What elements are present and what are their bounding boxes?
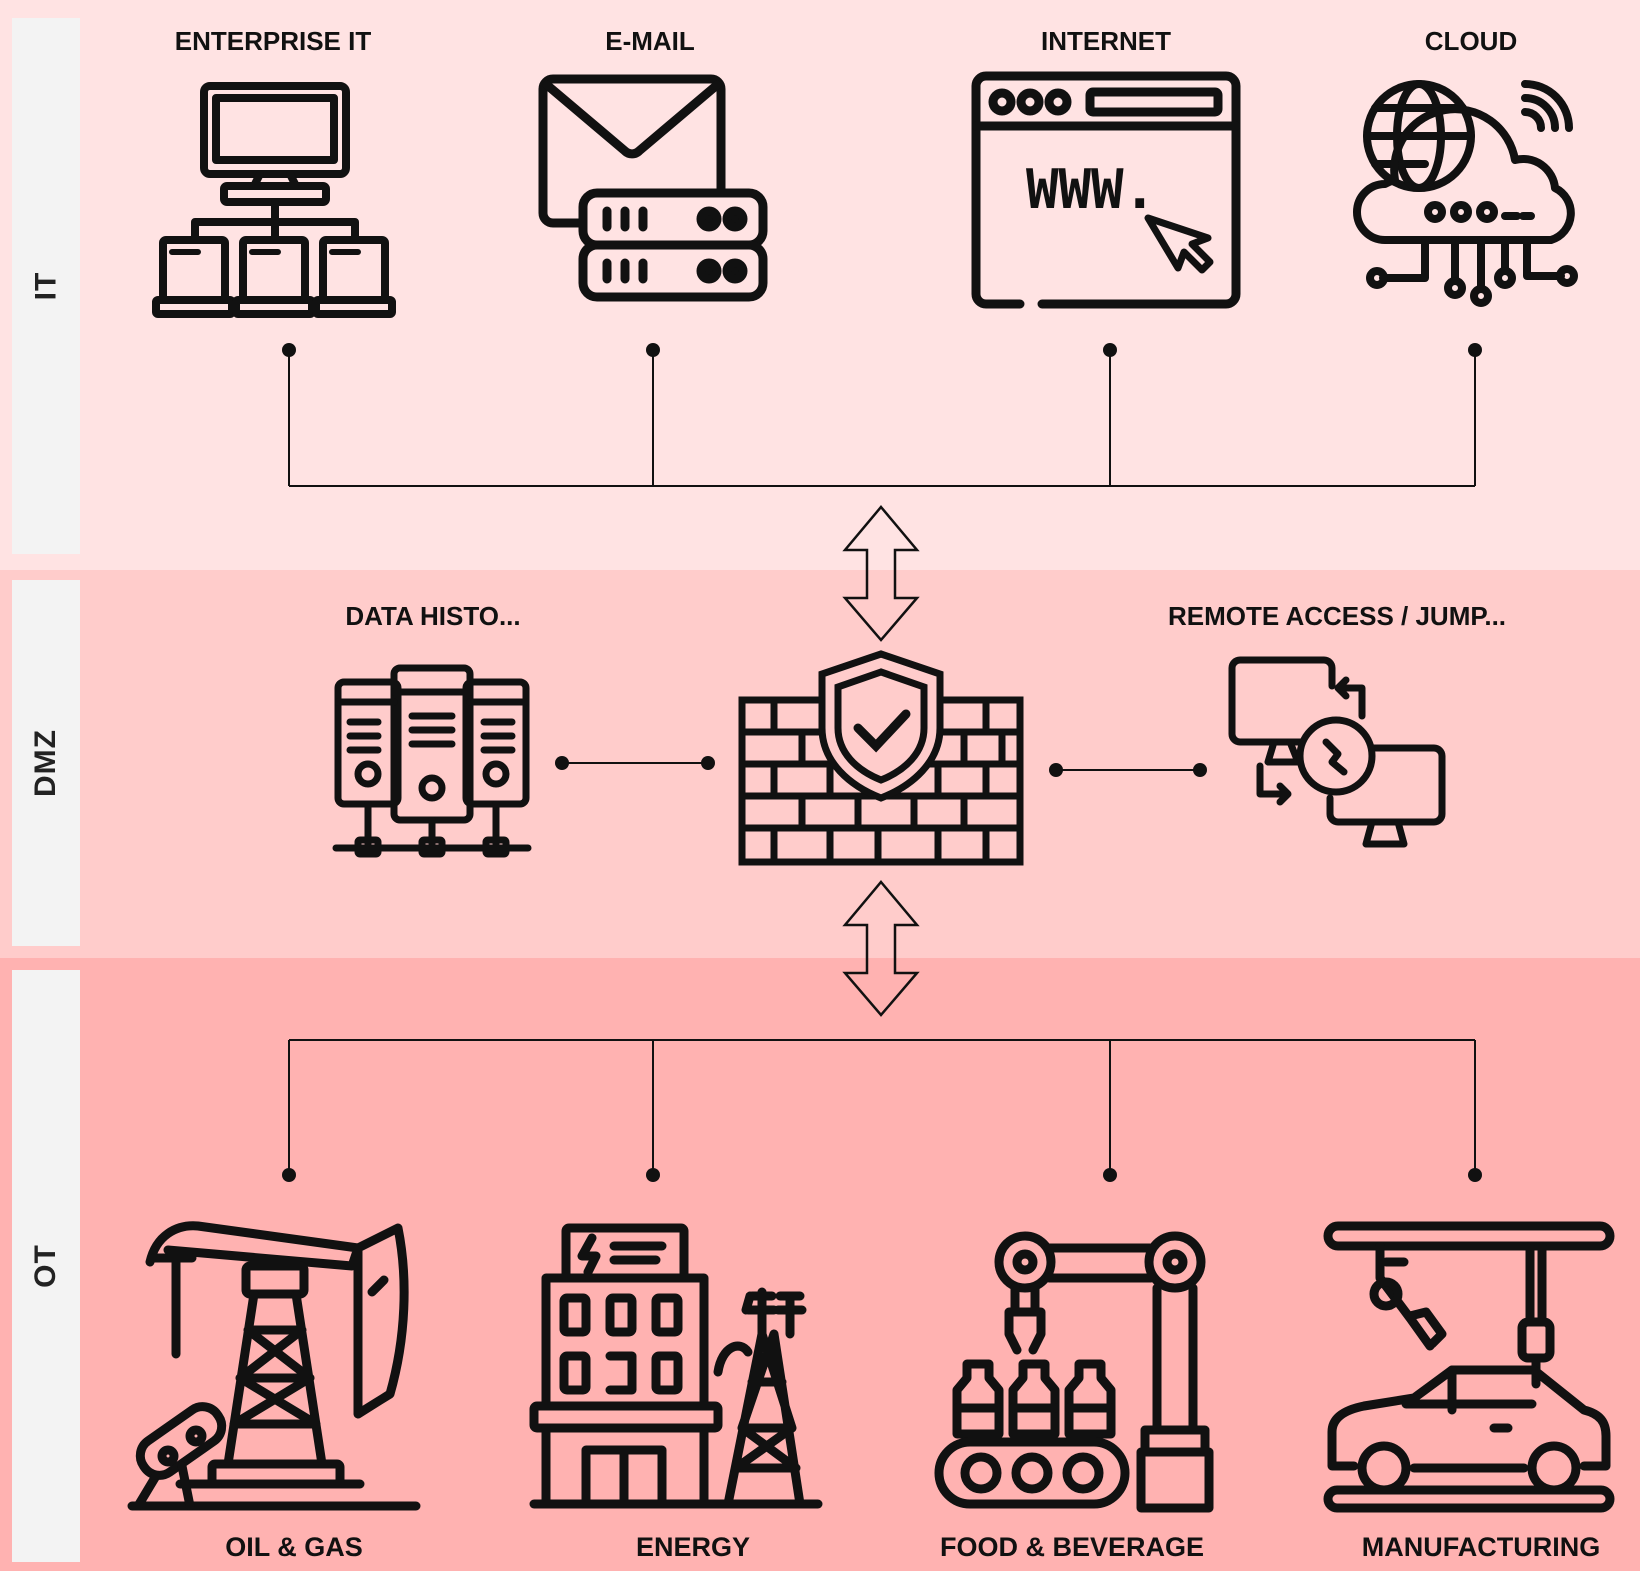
ot-oil-dot [282,1168,296,1182]
car-assembly-icon [1323,1221,1615,1514]
dmz-zone-tab: DMZ [12,580,80,946]
ot-zone-tab: OT [12,970,80,1562]
cloud-label: CLOUD [1424,26,1518,56]
remote-link-dot-a [1049,763,1063,777]
data-historian-label: DATA HISTO... [345,601,521,631]
oil-pumpjack-icon [127,1218,421,1514]
it-cloud-dot [1468,343,1482,357]
remote-access-label: REMOTE ACCESS / JUMP... [1167,601,1507,631]
bottling-robot-icon [933,1230,1214,1513]
email-label: E-MAIL [605,26,695,56]
internet-label: INTERNET [1041,26,1171,56]
email-server-icon [535,74,775,315]
browser-www-icon: WWW. [970,70,1242,310]
network-computers-icon [150,80,400,325]
dmz-ot-double-arrow [842,880,920,1017]
food-beverage-label: FOOD & BEVERAGE [939,1532,1205,1562]
historian-link-dot-b [701,756,715,770]
it-email-dot [646,343,660,357]
energy-label: ENERGY [635,1532,751,1562]
it-bus-line [288,350,1476,487]
cloud-globe-icon [1353,78,1595,318]
ot-food-dot [1103,1168,1117,1182]
oil-gas-label: OIL & GAS [225,1532,363,1562]
enterprise-it-label: ENTERPRISE IT [174,26,372,56]
ot-bus-line [288,1039,1476,1175]
manufacturing-label: MANUFACTURING [1361,1532,1601,1562]
server-rack-icon [332,664,532,862]
it-enterprise-dot [282,343,296,357]
it-zone-tab: IT [12,18,80,554]
historian-link-dot-a [555,756,569,770]
remote-desktop-icon [1228,656,1446,854]
ot-energy-dot [646,1168,660,1182]
it-dmz-double-arrow [842,505,920,642]
it-internet-dot [1103,343,1117,357]
remote-link-dot-b [1193,763,1207,777]
ot-manufacturing-dot [1468,1168,1482,1182]
svg-text:WWW.: WWW. [1026,158,1156,221]
firewall-shield-icon [738,650,1024,868]
power-plant-icon [529,1222,823,1512]
